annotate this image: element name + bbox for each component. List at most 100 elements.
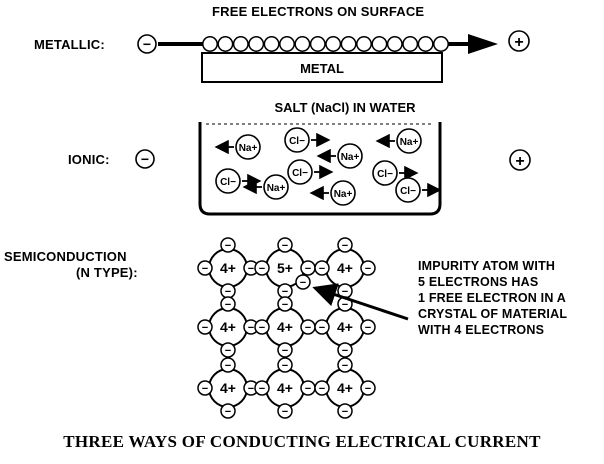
svg-text:−: − [225, 240, 231, 252]
electron: − [360, 319, 376, 335]
sodium-ion: Na+ [242, 174, 289, 200]
free-electron [402, 36, 419, 52]
svg-text:5+: 5+ [277, 260, 293, 276]
impurity-note-line-2: 5 ELECTRONS HAS [418, 275, 539, 289]
svg-text:4+: 4+ [220, 380, 236, 396]
impurity-note-line-1: IMPURITY ATOM WITH [418, 259, 556, 273]
crystal-atom: 4+−−−− [197, 237, 259, 299]
ionic-negative-terminal: − [135, 149, 155, 169]
metallic-arrowhead [468, 34, 498, 54]
electron: − [197, 380, 213, 396]
crystal-atom: 4+−−−− [314, 357, 376, 419]
impurity-pointer-arrow [312, 283, 409, 321]
electron: − [220, 296, 236, 312]
svg-text:−: − [143, 36, 151, 52]
svg-text:−: − [225, 299, 231, 311]
electron: − [220, 403, 236, 419]
svg-text:−: − [342, 406, 348, 418]
sodium-ion: Na+ [309, 180, 356, 206]
svg-text:−: − [305, 263, 311, 275]
free-electron [279, 36, 295, 52]
metal-bar: METAL [201, 52, 443, 83]
svg-text:−: − [319, 383, 325, 395]
svg-text:−: − [300, 277, 306, 289]
svg-text:−: − [225, 406, 231, 418]
svg-text:4+: 4+ [277, 380, 293, 396]
crystal-atom: 4+−−−− [314, 296, 376, 358]
svg-text:−: − [305, 322, 311, 334]
svg-text:−: − [259, 322, 265, 334]
impurity-note-line-3: 1 FREE ELECTRON IN A [418, 291, 566, 305]
svg-text:−: − [282, 240, 288, 252]
svg-text:4+: 4+ [337, 260, 353, 276]
svg-text:−: − [282, 360, 288, 372]
electron: − [314, 319, 330, 335]
free-electron [417, 36, 434, 52]
svg-text:−: − [225, 286, 231, 298]
free-electrons-chain [202, 36, 449, 52]
svg-text:Cl−: Cl− [220, 177, 236, 188]
ionic-top-label: SALT (NaCl) IN WATER [274, 100, 416, 115]
svg-text:4+: 4+ [337, 380, 353, 396]
sodium-ion: Na+ [316, 143, 363, 169]
svg-text:Cl−: Cl− [377, 169, 393, 180]
free-electron [386, 36, 403, 52]
impurity-atom: 5+−−−−− [254, 237, 316, 299]
electron: − [300, 380, 316, 396]
svg-text:−: − [248, 383, 254, 395]
svg-text:−: − [248, 263, 254, 275]
electron: − [314, 260, 330, 276]
svg-text:−: − [141, 151, 149, 167]
svg-text:Cl−: Cl− [289, 136, 305, 147]
svg-text:−: − [225, 360, 231, 372]
metallic-label: METALLIC: [34, 37, 105, 52]
svg-text:−: − [282, 286, 288, 298]
ionic-label: IONIC: [68, 152, 110, 167]
svg-text:−: − [282, 406, 288, 418]
free-electron [248, 36, 265, 52]
ions-group: Na+Cl−Na+Na+Cl−Na+Cl−Cl−Na+Cl− [214, 127, 442, 206]
chloride-ion: Cl− [287, 159, 334, 185]
electron: − [220, 357, 236, 373]
svg-text:−: − [202, 322, 208, 334]
electron: − [254, 319, 270, 335]
free-electron [232, 36, 249, 52]
free-electron [371, 36, 388, 52]
free-electron [294, 36, 311, 52]
svg-text:−: − [365, 322, 371, 334]
free-electron [263, 36, 280, 52]
electron: − [254, 380, 270, 396]
svg-text:−: − [225, 345, 231, 357]
ionic-positive-terminal: + [509, 149, 531, 171]
svg-text:Na+: Na+ [334, 189, 353, 200]
electron: − [300, 260, 316, 276]
svg-text:−: − [319, 322, 325, 334]
metallic-top-label: FREE ELECTRONS ON SURFACE [212, 4, 425, 19]
electron: − [337, 357, 353, 373]
electron: − [220, 283, 236, 299]
impurity-note-line-4: CRYSTAL OF MATERIAL [418, 307, 568, 321]
electron: − [277, 357, 293, 373]
electron: − [300, 319, 316, 335]
crystal-atom: 4+−−−− [254, 296, 316, 358]
free-electron [202, 36, 218, 52]
svg-text:−: − [282, 345, 288, 357]
svg-text:−: − [342, 299, 348, 311]
metallic-positive-terminal: + [508, 30, 530, 52]
svg-text:−: − [282, 299, 288, 311]
electron: − [197, 260, 213, 276]
electron: − [277, 283, 293, 299]
svg-text:+: + [514, 34, 523, 51]
electron: − [220, 342, 236, 358]
svg-text:−: − [305, 383, 311, 395]
electron: − [277, 342, 293, 358]
crystal-atom: 4+−−−− [197, 357, 259, 419]
svg-text:Na+: Na+ [400, 137, 419, 148]
electron: − [360, 260, 376, 276]
electron: − [197, 319, 213, 335]
chloride-ion: Cl− [215, 168, 262, 194]
svg-text:−: − [248, 322, 254, 334]
electron: − [314, 380, 330, 396]
electron: − [295, 274, 311, 290]
